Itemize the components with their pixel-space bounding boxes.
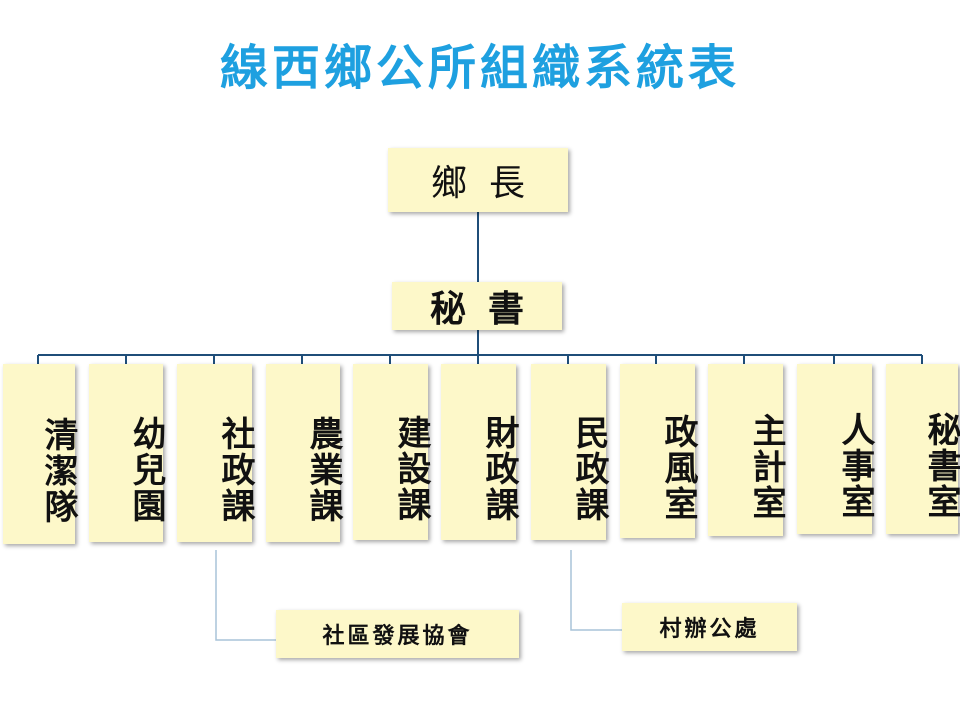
social-sub-connector: [215, 550, 276, 641]
unit-box-finance: 財政課: [441, 364, 519, 540]
unit-box-construction: 建設課: [353, 364, 431, 540]
unit-box-kindergarten: 幼兒園: [89, 364, 166, 542]
unit-box-cleaning: 清潔隊: [3, 364, 78, 544]
unit-box-civil-affairs: 民政課: [531, 364, 609, 540]
unit-box-personnel: 人事室: [797, 364, 875, 534]
secretary-box: 秘書: [392, 282, 562, 330]
page-title: 線西鄉公所組織系統表: [219, 40, 740, 96]
village-office-box: 村辦公處: [622, 603, 797, 651]
unit-box-ethics: 政風室: [620, 364, 698, 538]
unit-box-accounting: 主計室: [708, 364, 786, 536]
unit-box-secretariat: 秘書室: [886, 364, 960, 534]
unit-box-agriculture: 農業課: [266, 364, 343, 542]
civil-sub-connector: [570, 550, 622, 631]
township-head-box: 鄉長: [388, 148, 568, 212]
community-association-box: 社區發展協會: [276, 610, 519, 658]
unit-box-social: 社政課: [177, 364, 255, 542]
